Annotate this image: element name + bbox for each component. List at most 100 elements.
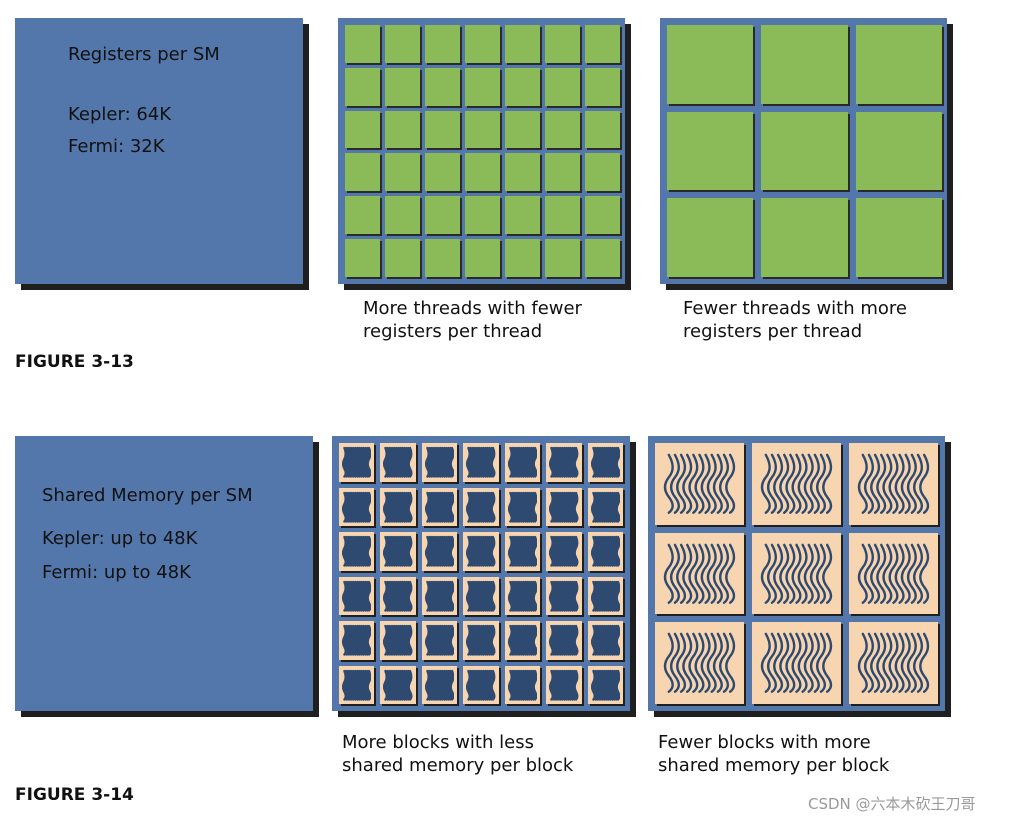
block-shared-memory-cell (546, 665, 582, 704)
few-threads-caption-line1: Fewer threads with more (683, 298, 907, 319)
thread-register-cell (385, 196, 420, 235)
thread-register-cell (345, 67, 380, 106)
many-blocks-caption: More blocks with less shared memory per … (342, 731, 573, 777)
thread-register-cell (855, 198, 942, 277)
block-shared-memory-cell (463, 576, 499, 615)
block-shared-memory-cell (587, 621, 623, 660)
shared-memory-wave-pattern (342, 446, 371, 479)
block-shared-memory-cell (587, 487, 623, 526)
thread-register-cell (667, 25, 754, 104)
block-shared-memory-cell (546, 621, 582, 660)
shared-memory-wave-pattern (508, 491, 537, 524)
block-shared-memory-cell (380, 443, 416, 482)
block-shared-memory-cell (380, 621, 416, 660)
registers-panel (15, 18, 303, 284)
shared-memory-wave-pattern (549, 669, 578, 702)
block-shared-memory-cell (504, 665, 541, 704)
many-threads-caption-line2: registers per thread (363, 321, 543, 342)
shared-memory-wave-pattern (549, 535, 578, 568)
few-blocks-caption-line1: Fewer blocks with more (658, 732, 871, 753)
shared-memory-wave-pattern (383, 669, 412, 702)
block-shared-memory-cell (655, 443, 744, 525)
block-shared-memory-cell (587, 576, 623, 615)
block-shared-memory-cell (546, 443, 582, 482)
shared-memory-wave-pattern (663, 451, 736, 517)
thread-register-cell (465, 110, 500, 149)
block-shared-memory-cell (655, 622, 744, 704)
thread-register-cell (585, 153, 620, 192)
many-blocks-grid (339, 443, 623, 704)
registers-kepler: Kepler: 64K (68, 104, 172, 125)
thread-register-cell (855, 25, 942, 104)
block-shared-memory-cell (752, 532, 841, 615)
thread-register-cell (545, 67, 580, 106)
block-shared-memory-cell (849, 443, 938, 525)
thread-register-cell (465, 239, 500, 277)
thread-register-cell (425, 25, 460, 63)
shared-memory-wave-pattern (342, 624, 371, 657)
block-shared-memory-cell (504, 532, 541, 571)
shared-memory-wave-pattern (857, 630, 930, 696)
shared-memory-wave-pattern (425, 580, 454, 613)
block-shared-memory-cell (421, 443, 458, 482)
thread-register-cell (385, 153, 420, 192)
thread-register-cell (465, 67, 500, 106)
shared-memory-wave-pattern (549, 446, 578, 479)
block-shared-memory-cell (587, 443, 623, 482)
thread-register-cell (385, 25, 420, 63)
thread-register-cell (505, 153, 540, 192)
watermark: CSDN @六本木砍王刀哥 (808, 795, 976, 813)
many-threads-grid (345, 25, 620, 277)
shared-memory-wave-pattern (342, 491, 371, 524)
thread-register-cell (667, 111, 754, 191)
shared-memory-wave-pattern (383, 624, 412, 657)
block-shared-memory-cell (339, 621, 375, 660)
block-shared-memory-cell (752, 622, 841, 704)
shared-memory-wave-pattern (425, 624, 454, 657)
shared-memory-wave-pattern (857, 541, 930, 607)
block-shared-memory-cell (421, 487, 458, 526)
thread-register-cell (425, 196, 460, 235)
block-shared-memory-cell (504, 621, 541, 660)
shared-memory-fermi: Fermi: up to 48K (42, 562, 191, 583)
thread-register-cell (505, 196, 540, 235)
thread-register-cell (585, 110, 620, 149)
thread-register-cell (761, 111, 848, 191)
few-blocks-caption-line2: shared memory per block (658, 755, 890, 776)
thread-register-cell (425, 153, 460, 192)
block-shared-memory-cell (463, 621, 499, 660)
shared-memory-wave-pattern (591, 624, 620, 657)
shared-memory-wave-pattern (508, 580, 537, 613)
shared-memory-wave-pattern (549, 624, 578, 657)
shared-memory-wave-pattern (466, 446, 495, 479)
block-shared-memory-cell (504, 487, 541, 526)
thread-register-cell (345, 239, 380, 277)
thread-register-cell (505, 67, 540, 106)
few-blocks-grid (655, 443, 938, 704)
thread-register-cell (345, 153, 380, 192)
block-shared-memory-cell (849, 532, 938, 615)
block-shared-memory-cell (504, 576, 541, 615)
block-shared-memory-cell (421, 532, 458, 571)
shared-memory-wave-pattern (425, 669, 454, 702)
shared-memory-wave-pattern (342, 580, 371, 613)
thread-register-cell (385, 110, 420, 149)
thread-register-cell (465, 196, 500, 235)
block-shared-memory-cell (339, 487, 375, 526)
shared-memory-wave-pattern (466, 624, 495, 657)
thread-register-cell (465, 153, 500, 192)
shared-memory-wave-pattern (760, 451, 833, 517)
many-threads-caption: More threads with fewer registers per th… (363, 297, 582, 343)
shared-memory-wave-pattern (591, 491, 620, 524)
shared-memory-wave-pattern (342, 535, 371, 568)
thread-register-cell (505, 239, 540, 277)
thread-register-cell (585, 239, 620, 277)
shared-memory-wave-pattern (760, 541, 833, 607)
shared-memory-wave-pattern (383, 535, 412, 568)
thread-register-cell (425, 239, 460, 277)
many-blocks-caption-line1: More blocks with less (342, 732, 534, 753)
block-shared-memory-cell (463, 443, 499, 482)
few-threads-caption-line2: registers per thread (683, 321, 863, 342)
shared-memory-kepler: Kepler: up to 48K (42, 528, 198, 549)
thread-register-cell (545, 239, 580, 277)
